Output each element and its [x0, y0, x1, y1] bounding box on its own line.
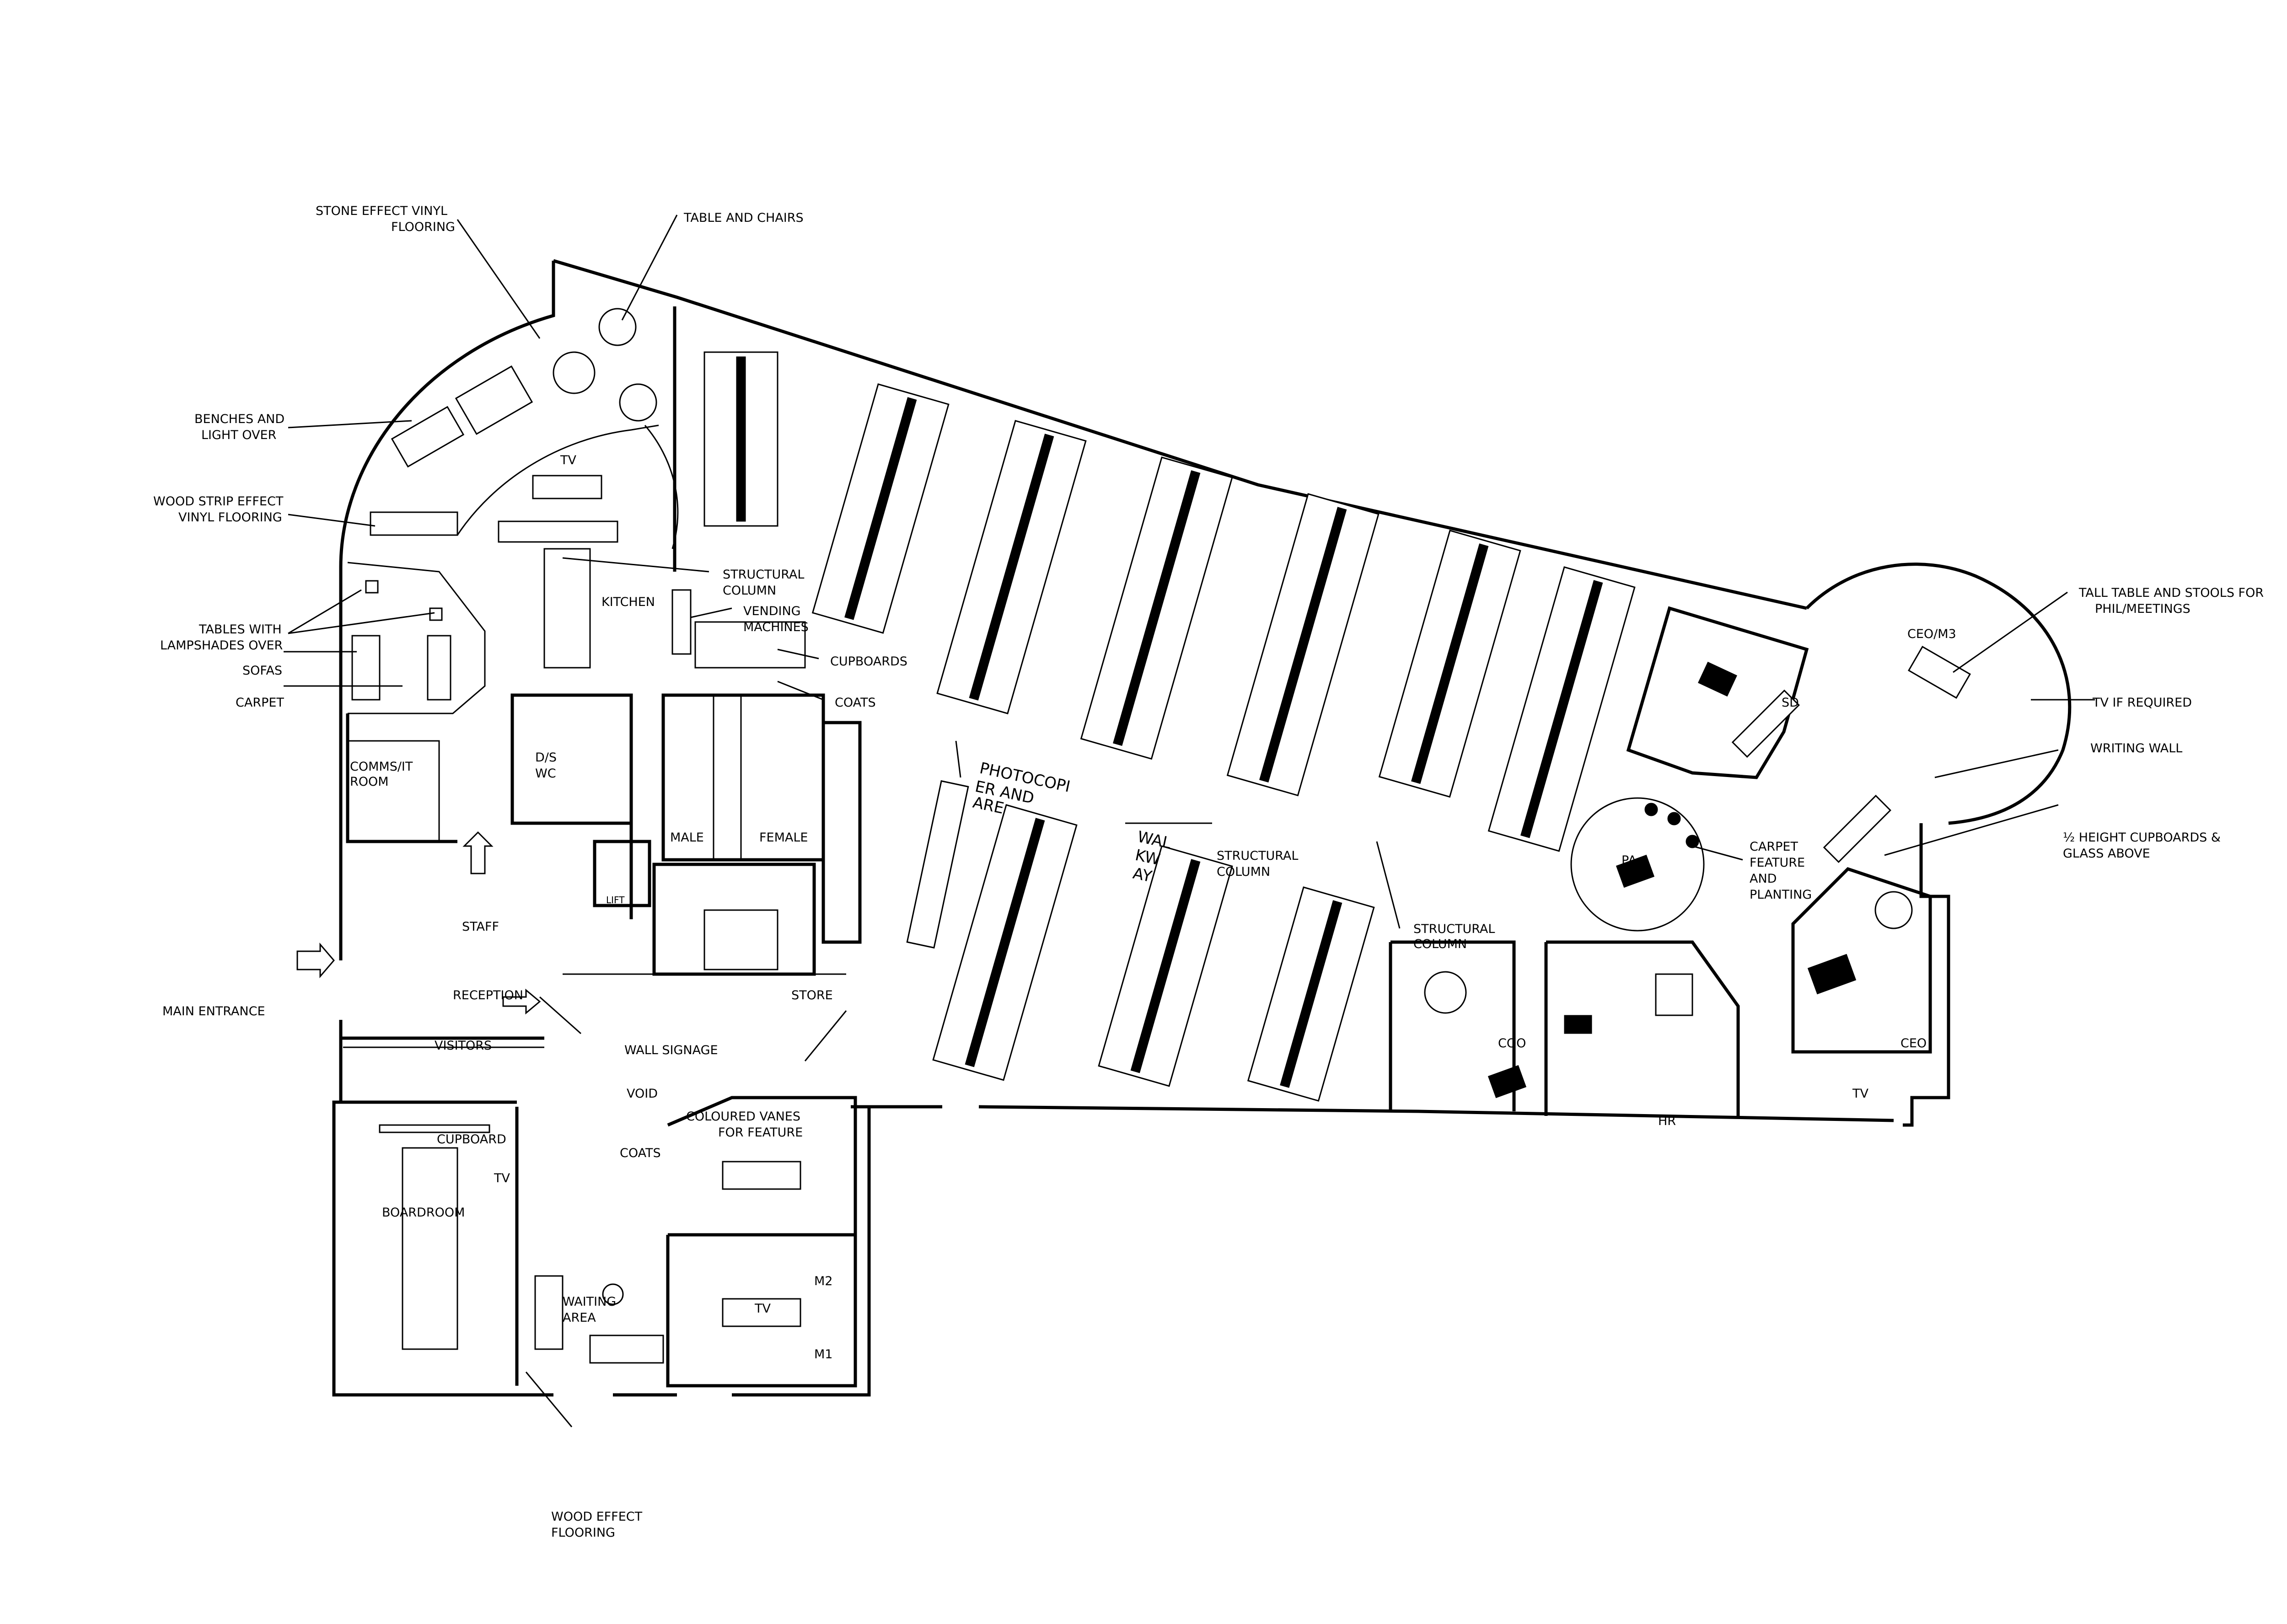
staff-label: STAFF — [462, 920, 499, 934]
carpet-feature-label-3: AND — [1750, 872, 1777, 886]
pa-label: PA — [1621, 853, 1637, 868]
main-entrance-label: MAIN ENTRANCE — [162, 1004, 265, 1018]
carpet-label: CARPET — [236, 696, 284, 710]
reception-label: RECEPTION — [453, 988, 523, 1002]
half-height-label-2: GLASS ABOVE — [2063, 847, 2150, 861]
m2-label: M2 — [814, 1274, 832, 1288]
leader-lines — [284, 214, 2095, 1427]
outer-walls — [332, 259, 2072, 1397]
walkway-label-3: AY — [1131, 864, 1154, 886]
waiting-label-1: WAITING — [563, 1295, 616, 1309]
structural-column-3-label-1: STRUCTURAL — [1413, 922, 1495, 936]
half-height-label-1: ½ HEIGHT CUPBOARDS & — [2063, 831, 2221, 845]
structural-column-3-label-2: COLUMN — [1413, 937, 1467, 951]
vending-label-1: VENDING — [743, 604, 801, 618]
male-label: MALE — [670, 831, 704, 845]
wood-strip-label-2: VINYL FLOORING — [178, 510, 282, 525]
waiting-label-2: AREA — [563, 1311, 596, 1325]
desk-clusters — [703, 351, 1636, 1102]
tv-kitchen-label: TV — [560, 453, 576, 467]
benches-label-2: LIGHT OVER — [201, 428, 276, 442]
ds-wc-label-1: D/S — [535, 750, 557, 765]
ds-wc-label-2: WC — [535, 766, 556, 781]
vending-label-2: MACHINES — [743, 620, 809, 634]
table-and-chairs-label: TABLE AND CHAIRS — [683, 211, 804, 225]
tables-lampshades-label-1: TABLES WITH — [199, 622, 282, 637]
coats-meeting-label: COATS — [620, 1146, 661, 1160]
rooms-furniture — [379, 645, 1971, 1364]
comms-label-1: COMMS/IT — [350, 760, 413, 774]
writing-wall-label: WRITING WALL — [2090, 741, 2182, 756]
tv-if-required-label: TV IF REQUIRED — [2092, 696, 2192, 710]
ceo-m3-label: CEO/M3 — [1907, 627, 1956, 641]
sd-label: SD — [1782, 696, 1799, 710]
structural-column-2-label-2: COLUMN — [1217, 865, 1270, 879]
tall-table-label-2: PHIL/MEETINGS — [2095, 602, 2190, 616]
lounge-furniture — [351, 308, 806, 701]
benches-label-1: BENCHES AND — [194, 412, 285, 426]
structural-column-1-label-2: COLUMN — [723, 584, 776, 598]
carpet-feature-label-2: FEATURE — [1750, 856, 1805, 870]
tv-board-label: TV — [494, 1171, 510, 1185]
store-label: STORE — [791, 988, 833, 1002]
ceo-label: CEO — [1900, 1036, 1927, 1051]
carpet-feature-label-1: CARPET — [1750, 840, 1798, 854]
hr-label: HR — [1658, 1114, 1676, 1128]
structural-column-1-label-1: STRUCTURAL — [723, 568, 804, 582]
comms-label-2: ROOM — [350, 775, 389, 789]
coats-top-label: COATS — [835, 696, 876, 710]
wall-signage-label: WALL SIGNAGE — [624, 1043, 718, 1057]
m1-label: M1 — [814, 1347, 832, 1361]
structural-column-2-label-1: STRUCTURAL — [1217, 849, 1298, 863]
coloured-vanes-label-1: COLOURED VANES — [686, 1109, 800, 1124]
tables-lampshades-label-2: LAMPSHADES OVER — [160, 638, 283, 653]
kitchen-label: KITCHEN — [601, 595, 655, 609]
cupboard-board-label: CUPBOARD — [437, 1132, 506, 1147]
female-label: FEMALE — [759, 831, 808, 845]
tv-m1-label: TV — [754, 1302, 771, 1316]
tall-table-label-1: TALL TABLE AND STOOLS FOR — [2078, 586, 2264, 600]
internal-walls — [341, 306, 1932, 1388]
visitors-label: VISITORS — [435, 1039, 492, 1053]
tv-east-label: TV — [1852, 1087, 1868, 1101]
wood-effect-label-1: WOOD EFFECT — [551, 1510, 643, 1524]
stone-effect-label-1: STONE EFFECT VINYL — [316, 204, 447, 218]
boardroom-label: BOARDROOM — [382, 1206, 465, 1220]
stone-effect-label-2: FLOORING — [391, 220, 455, 234]
sofas-label: SOFAS — [242, 664, 282, 678]
coo-label: COO — [1498, 1036, 1526, 1051]
coloured-vanes-label-2: FOR FEATURE — [718, 1126, 803, 1140]
carpet-feature-label-4: PLANTING — [1750, 888, 1812, 902]
cupboards-label: CUPBOARDS — [830, 654, 907, 669]
wood-effect-label-2: FLOORING — [551, 1526, 615, 1540]
wood-strip-label-1: WOOD STRIP EFFECT — [153, 494, 284, 509]
void-label: VOID — [627, 1087, 658, 1101]
lift-label: LIFT — [606, 895, 625, 906]
